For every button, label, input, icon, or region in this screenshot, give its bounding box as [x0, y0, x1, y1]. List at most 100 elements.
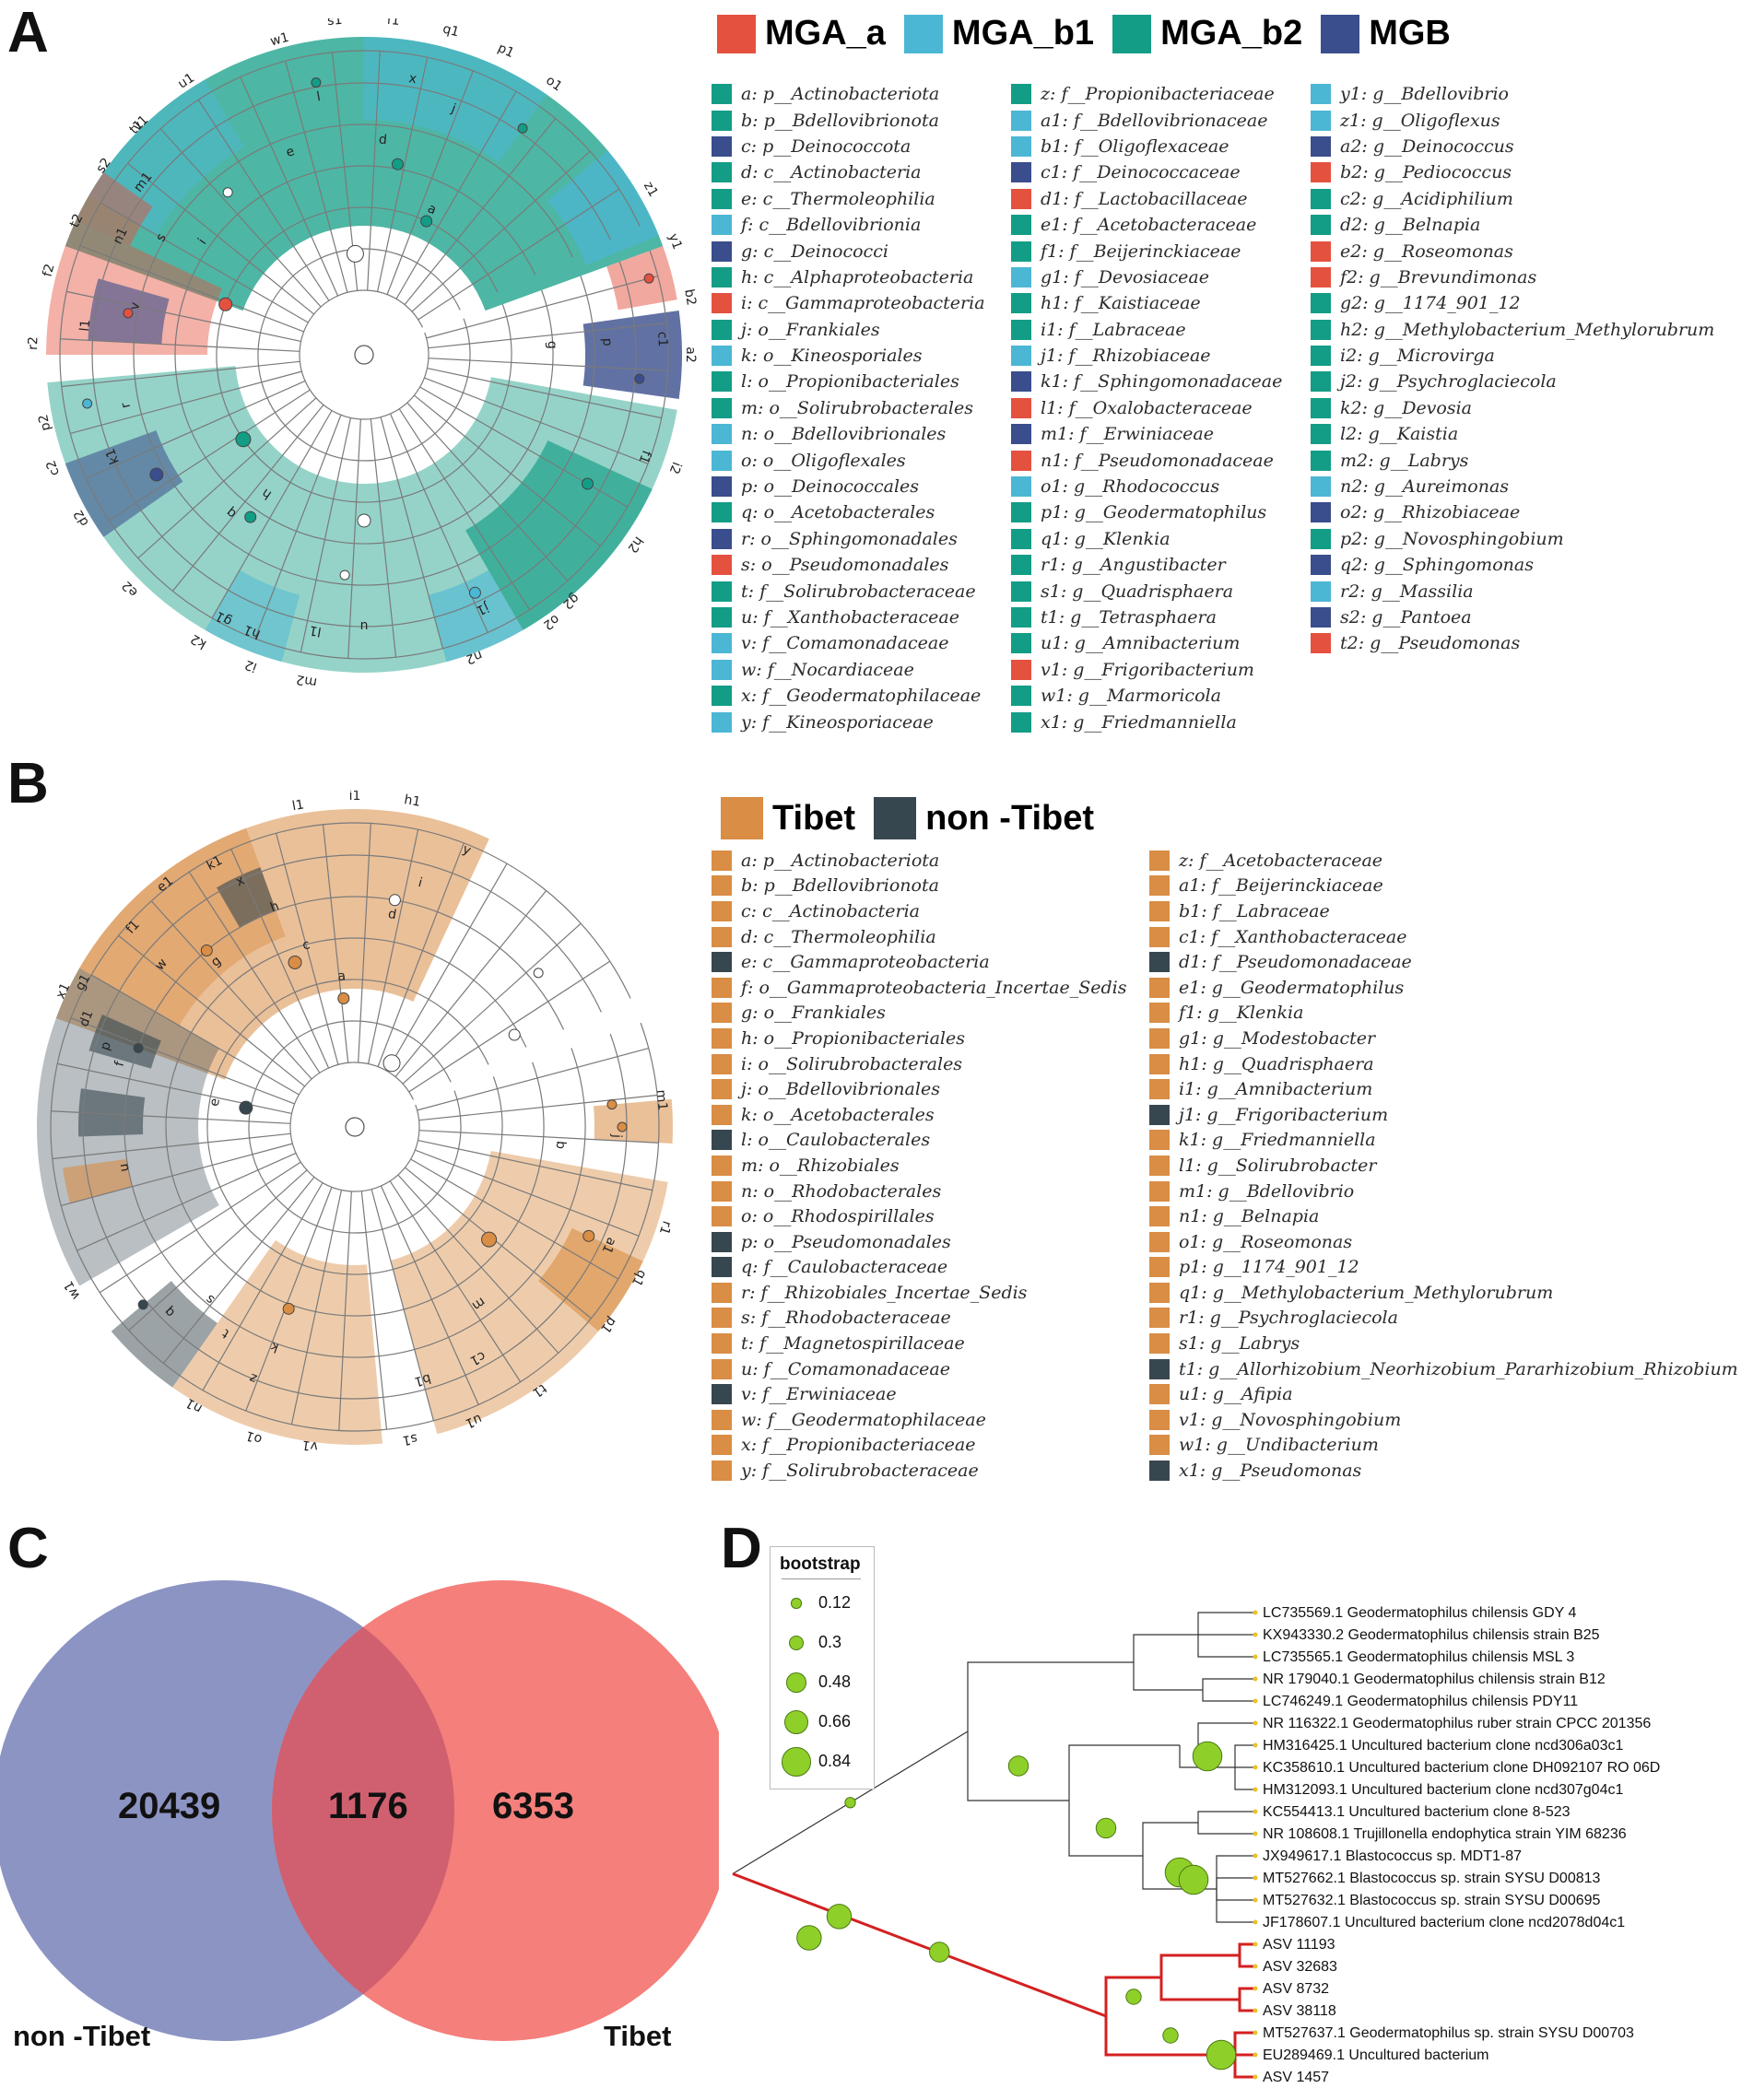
taxon-legend-item: f: o__Gammaproteobacteria_Incertae_Sedis — [712, 975, 1149, 1001]
taxon-legend-item: f2: g__Brevundimonas — [1311, 264, 1735, 290]
taxon-legend-item: f1: f__Beijerinckiaceae — [1011, 238, 1311, 264]
tree-branch — [300, 417, 352, 652]
taxon-label: q: f__Caulobacteraceae — [741, 1257, 948, 1278]
taxon-label: s: o__Pseudomonadales — [741, 555, 949, 576]
taxon-swatch — [712, 1282, 732, 1303]
taxon-swatch — [1149, 1257, 1170, 1278]
tree-arc — [124, 896, 586, 1358]
tip-label: NR 116322.1 Geodermatophilus ruber strai… — [1263, 1716, 1651, 1731]
taxon-legend-item: o1: g__Rhodococcus — [1011, 474, 1311, 499]
clade-sector — [63, 1158, 133, 1203]
tip-label: NR 179040.1 Geodermatophilus chilensis s… — [1263, 1672, 1606, 1687]
tree-branch — [418, 1130, 659, 1144]
taxon-swatch — [712, 686, 732, 707]
tip-marker — [1253, 1986, 1258, 1991]
taxon-legend-item: k2: g__Devosia — [1311, 395, 1735, 421]
taxon-swatch — [1311, 555, 1331, 576]
tree-node — [357, 513, 371, 528]
bootstrap-dot — [788, 1635, 805, 1651]
taxon-swatch — [712, 1206, 732, 1227]
tree-branch — [1159, 1953, 1240, 1977]
taxon-label: f2: g__Brevundimonas — [1340, 266, 1537, 287]
taxon-label: y: f__Kineosporiaceae — [741, 711, 934, 733]
taxon-legend-item: k: o__Acetobacterales — [712, 1102, 1149, 1128]
tree-node — [133, 1042, 144, 1053]
taxon-label: j1: g__Frigoribacterium — [1179, 1104, 1389, 1125]
group-name: MGA_b1 — [951, 14, 1095, 53]
tree-branch — [240, 76, 339, 297]
taxon-label: r: f__Rhizobiales_Incertae_Sedis — [741, 1282, 1028, 1303]
taxon-label: i: o__Solirubrobacterales — [741, 1053, 963, 1074]
taxon-legend-item: x: f__Propionibacteriaceae — [712, 1433, 1149, 1459]
taxon-label: b1: f__Oligoflexaceae — [1041, 135, 1229, 157]
taxon-legend-item: m1: g__Bdellovibrio — [1149, 1179, 1665, 1204]
clade-sector — [88, 1014, 161, 1069]
taxon-label: o1: g__Roseomonas — [1179, 1231, 1353, 1252]
tip-label: EU289469.1 Uncultured bacterium — [1263, 2047, 1488, 2063]
taxon-swatch — [712, 1257, 732, 1278]
tree-branch — [389, 1180, 522, 1383]
panel-letter-b: B — [7, 752, 49, 815]
tip-label: KX943330.2 Geodermatophilus chilensis st… — [1263, 1627, 1600, 1643]
tree-node — [634, 373, 645, 384]
taxon-swatch — [1149, 875, 1170, 897]
taxon-legend-item: q1: g__Methylobacterium_Methylorubrum — [1149, 1280, 1665, 1306]
tree-node — [388, 894, 401, 907]
taxon-label: f1: f__Beijerinckiaceae — [1041, 241, 1241, 262]
group-swatch — [1112, 14, 1152, 53]
panel-letter-c: C — [7, 1517, 49, 1580]
tip-label: JX949617.1 Blastococcus sp. MDT1-87 — [1263, 1848, 1522, 1864]
tip-marker — [1253, 2008, 1258, 2013]
taxon-legend-item: z1: g__Oligoflexus — [1311, 107, 1735, 133]
node-label: d2 — [71, 507, 92, 528]
taxon-swatch — [712, 528, 732, 549]
taxon-swatch — [1011, 188, 1031, 209]
taxon-label: w1: g__Undibacterium — [1179, 1435, 1379, 1456]
taxon-label: v1: g__Frigoribacterium — [1041, 659, 1254, 680]
clade-sector — [428, 569, 524, 663]
group-legend-item: MGA_b2 — [1112, 14, 1302, 53]
tree-branch — [1133, 1662, 1203, 1691]
taxon-swatch — [1011, 607, 1031, 628]
taxon-legend-item: o1: g__Roseomonas — [1149, 1229, 1665, 1255]
taxon-legend-item: a: p__Actinobacteriota — [712, 848, 1149, 874]
tree-branch — [100, 202, 309, 323]
taxon-label: f: c__Bdellovibrionia — [741, 215, 922, 236]
node-label: u1 — [464, 1411, 484, 1430]
taxon-label: r2: g__Massilia — [1340, 581, 1474, 602]
node-label: x — [407, 71, 418, 87]
taxon-swatch — [712, 1104, 732, 1125]
taxon-legend-item: q1: g__Klenkia — [1011, 526, 1311, 552]
taxon-swatch — [712, 1435, 732, 1456]
tree-branch — [367, 51, 381, 291]
taxon-swatch — [1149, 1461, 1170, 1482]
taxon-swatch — [1011, 293, 1031, 314]
node-label: g1 — [73, 972, 93, 993]
bootstrap-dot — [1007, 1755, 1029, 1777]
tree-branch — [51, 1110, 291, 1124]
taxon-label: c2: g__Acidiphilium — [1340, 188, 1513, 209]
node-label: f — [112, 1059, 128, 1068]
tip-marker — [1253, 1765, 1258, 1770]
node-label: h1 — [403, 792, 421, 810]
node-label: i1 — [349, 791, 361, 804]
taxon-swatch — [1149, 1358, 1170, 1379]
group-name: MGA_a — [765, 14, 886, 53]
node-label: f1 — [386, 18, 400, 29]
tip-marker — [1253, 2030, 1258, 2035]
panel-letter-d: D — [721, 1517, 762, 1580]
tree-branch — [410, 1158, 619, 1280]
tree-branch — [406, 402, 569, 581]
tree-branch — [360, 1191, 388, 1430]
taxon-label: p: o__Deinococcales — [741, 476, 920, 498]
taxon-swatch — [1149, 952, 1170, 973]
taxon-label: d1: f__Lactobacillaceae — [1041, 188, 1248, 209]
node-label: u — [116, 1162, 132, 1173]
taxon-label: y: f__Solirubrobacteraceae — [741, 1461, 979, 1482]
tree-branch — [967, 1731, 1069, 1801]
node-label: o1 — [244, 1427, 265, 1447]
tree-node — [218, 297, 233, 311]
taxon-label: q2: g__Sphingomonas — [1340, 555, 1534, 576]
